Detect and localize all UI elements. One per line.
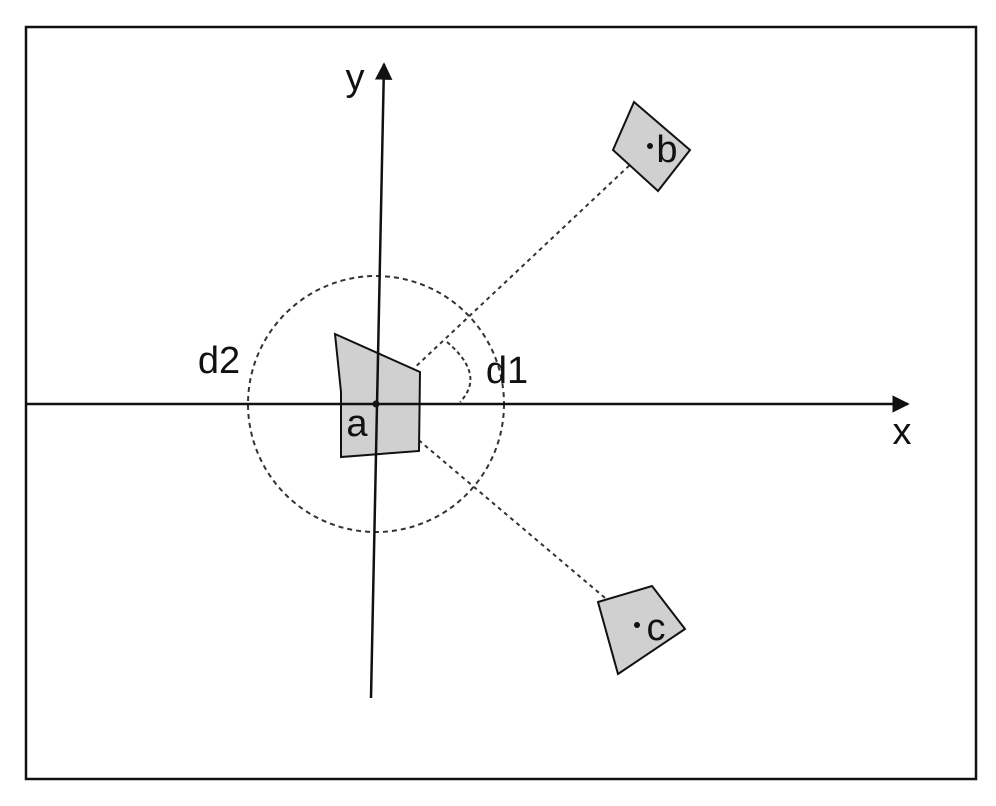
angle-d2-label: d2 [198, 340, 240, 382]
point-a-dot [372, 400, 380, 408]
point-c-dot [634, 622, 640, 628]
dashed-line-a-to-b [375, 145, 651, 405]
angle-d1-label: d1 [486, 350, 528, 392]
x-axis-label: x [893, 411, 912, 453]
y-axis-label: y [346, 57, 365, 99]
point-b-label: b [656, 129, 677, 171]
point-a-label: a [346, 403, 368, 445]
angle-arc-d1 [446, 341, 472, 403]
shape-c [596, 584, 687, 676]
y-axis-line [369, 62, 393, 699]
point-b-dot [647, 143, 653, 149]
point-c-label: c [647, 607, 666, 649]
